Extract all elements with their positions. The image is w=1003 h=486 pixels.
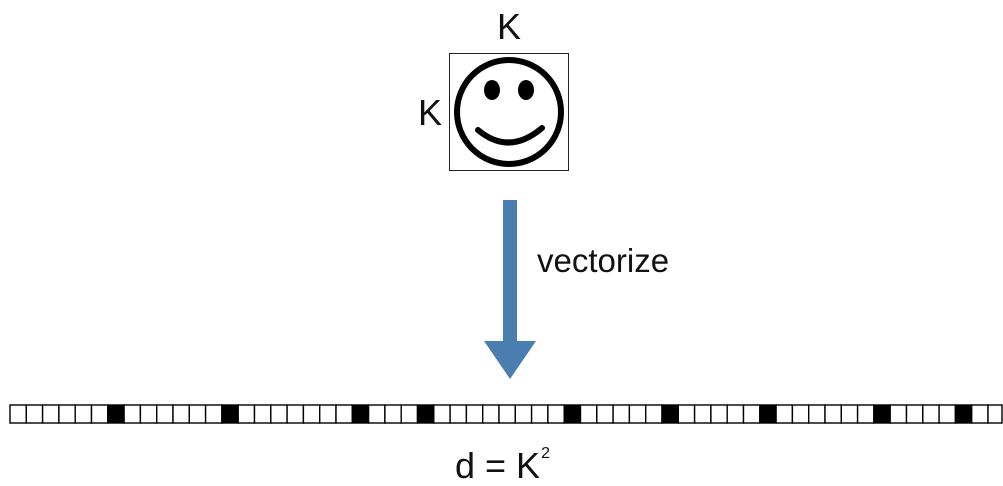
vector-cell bbox=[9, 404, 27, 424]
vector-cell bbox=[987, 404, 1003, 424]
vector-cell bbox=[123, 404, 142, 424]
formula-exponent: 2 bbox=[541, 445, 550, 462]
vector-cell bbox=[302, 404, 321, 424]
smiley-mouth bbox=[475, 125, 545, 146]
vector-cell-filled bbox=[107, 404, 125, 424]
vector-cell-filled bbox=[351, 404, 370, 424]
vector-cell bbox=[433, 404, 451, 424]
vector-cell bbox=[791, 404, 810, 424]
vector-cell-filled bbox=[759, 404, 777, 424]
vector-cell bbox=[628, 404, 647, 424]
dimension-formula: d = K2 bbox=[455, 445, 550, 486]
arrow-head bbox=[484, 341, 536, 379]
vector-cell bbox=[270, 404, 288, 424]
vector-cell bbox=[677, 404, 696, 424]
smiley-face-icon bbox=[454, 57, 564, 167]
vector-cell bbox=[645, 404, 663, 424]
vector-cell bbox=[74, 404, 93, 424]
vector-cell bbox=[188, 404, 207, 424]
vector-cell bbox=[449, 404, 468, 424]
vector-cell bbox=[938, 404, 957, 424]
vector-cell bbox=[482, 404, 500, 424]
vector-cell bbox=[889, 404, 908, 424]
formula-base: d = K bbox=[455, 445, 541, 486]
smiley-face-outline bbox=[454, 57, 564, 167]
vector-cell bbox=[253, 404, 272, 424]
vector-cell bbox=[319, 404, 337, 424]
vector-cell bbox=[856, 404, 875, 424]
image-left-label: K bbox=[418, 92, 443, 133]
vector-cell bbox=[922, 404, 940, 424]
image-top-label: K bbox=[497, 6, 522, 47]
vector-cell-filled bbox=[873, 404, 891, 424]
vector-cell bbox=[710, 404, 728, 424]
vector-cell bbox=[41, 404, 60, 424]
down-arrow-icon bbox=[484, 200, 536, 379]
vector-cell bbox=[172, 404, 190, 424]
vector-cell bbox=[286, 404, 305, 424]
vector-cell bbox=[530, 404, 549, 424]
vector-cell bbox=[579, 404, 598, 424]
vector-cell bbox=[840, 404, 859, 424]
vector-cell-filled bbox=[954, 404, 973, 424]
vector-cell bbox=[971, 404, 989, 424]
vector-cell bbox=[824, 404, 842, 424]
vector-cell bbox=[367, 404, 386, 424]
vector-cell bbox=[90, 404, 109, 424]
vector-strip bbox=[9, 404, 1003, 424]
image-frame bbox=[449, 53, 569, 171]
vector-cell bbox=[905, 404, 924, 424]
vector-cell bbox=[693, 404, 712, 424]
vector-cell bbox=[237, 404, 256, 424]
vector-cell bbox=[25, 404, 44, 424]
vector-cell bbox=[514, 404, 533, 424]
vector-cell bbox=[742, 404, 761, 424]
vector-cell bbox=[726, 404, 745, 424]
vector-cell bbox=[465, 404, 484, 424]
vector-cell bbox=[204, 404, 223, 424]
arrow-shaft bbox=[503, 200, 517, 343]
vector-cell bbox=[58, 404, 76, 424]
vector-cell bbox=[612, 404, 631, 424]
vector-cell bbox=[139, 404, 158, 424]
vector-cell-filled bbox=[416, 404, 435, 424]
vector-cell bbox=[596, 404, 614, 424]
vectorize-label: vectorize bbox=[537, 242, 670, 279]
vector-cell-filled bbox=[221, 404, 239, 424]
vector-cell bbox=[155, 404, 174, 424]
smiley-right-eye bbox=[518, 80, 534, 100]
vector-cell bbox=[400, 404, 419, 424]
vector-cell-filled bbox=[563, 404, 582, 424]
smiley-left-eye bbox=[484, 80, 500, 100]
vector-cell-filled bbox=[661, 404, 679, 424]
vector-cell bbox=[808, 404, 826, 424]
vector-cell bbox=[498, 404, 516, 424]
vector-cell bbox=[775, 404, 794, 424]
vector-cell bbox=[384, 404, 402, 424]
vector-cell bbox=[547, 404, 565, 424]
vector-cell bbox=[335, 404, 353, 424]
